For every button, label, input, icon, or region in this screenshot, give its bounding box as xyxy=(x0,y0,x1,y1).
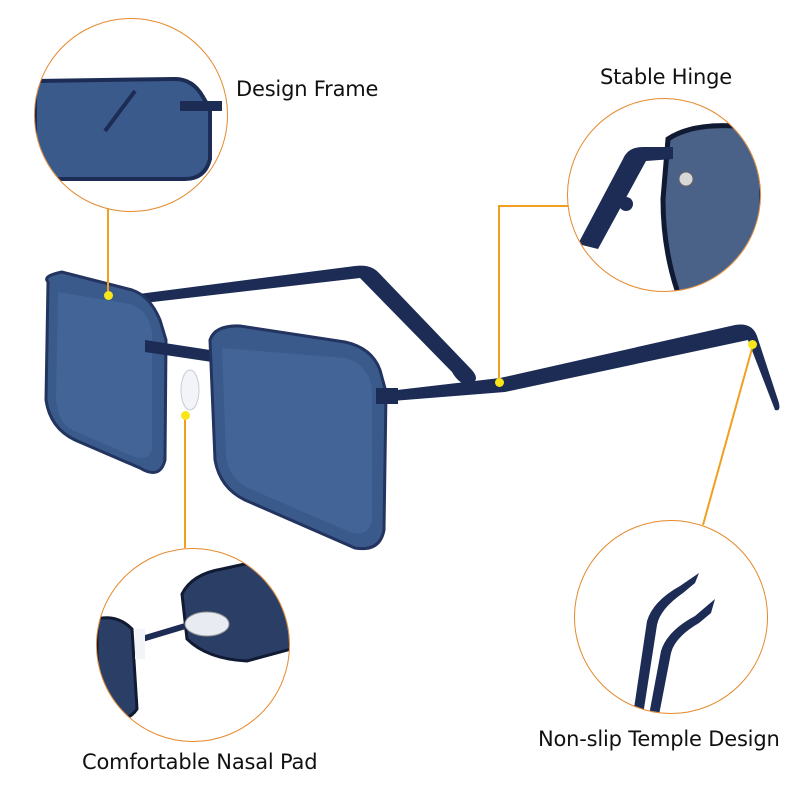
temple-closeup-image xyxy=(633,573,715,713)
feature-label-design-frame: Design Frame xyxy=(236,77,379,101)
callout-line-hinge-vertical xyxy=(498,205,500,383)
detail-circle-design-frame xyxy=(34,18,228,212)
anchor-dot-temple xyxy=(748,340,757,349)
callout-line-design-frame xyxy=(107,209,109,297)
anchor-dot-hinge xyxy=(495,378,504,387)
anchor-dot-nasal-pad xyxy=(181,411,190,420)
detail-circle-temple xyxy=(574,520,768,714)
nasal-pad-closeup-image xyxy=(97,552,289,726)
detail-circle-stable-hinge xyxy=(567,98,761,292)
callout-line-hinge-horizontal xyxy=(498,205,568,207)
feature-label-nasal-pad: Comfortable Nasal Pad xyxy=(82,750,318,774)
detail-circle-nasal-pad xyxy=(96,548,290,742)
feature-label-stable-hinge: Stable Hinge xyxy=(600,65,732,89)
anchor-dot-design-frame xyxy=(104,291,113,300)
feature-label-temple: Non-slip Temple Design xyxy=(538,727,780,751)
hinge-closeup-image xyxy=(578,123,760,291)
frame-closeup-image xyxy=(35,76,222,181)
callout-line-nasal-pad xyxy=(184,415,186,548)
